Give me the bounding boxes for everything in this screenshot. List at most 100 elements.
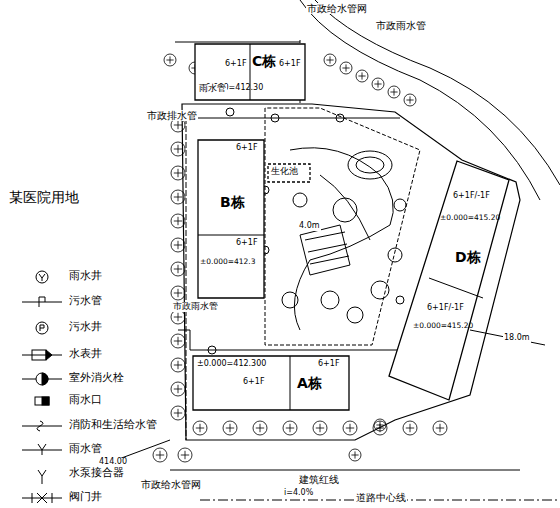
garden-tree [347, 307, 363, 323]
tree-symbol [340, 62, 352, 74]
building-note: 6+1F [236, 144, 257, 153]
tree-symbol [156, 451, 164, 459]
building-note: 6+1F [236, 239, 257, 248]
tree-symbol [171, 214, 185, 228]
tree-symbol [171, 382, 185, 396]
garden-tree [388, 248, 402, 262]
building-note: ±0.000=415.20 [413, 322, 473, 330]
tree-symbol [174, 289, 182, 297]
legend-text: 水泵接合器 [68, 467, 125, 479]
tree-symbol [193, 421, 207, 435]
pipe-line [186, 110, 187, 440]
map-label: 市政给水管网 [306, 3, 368, 14]
map-label: 市政雨水管 [172, 302, 219, 312]
tree-symbol [343, 421, 357, 435]
building-note: 生化池 [271, 167, 298, 177]
tree-symbol [196, 424, 204, 432]
building-block: ±0.000=412.3006+1FA栋6+1F [193, 356, 349, 410]
building-note: ±0.000=415.20 [440, 214, 500, 222]
tree-symbol [171, 142, 185, 156]
tree-symbol [174, 337, 182, 345]
tree-symbol [253, 421, 267, 435]
pipe-line [178, 330, 410, 350]
tree-symbol [388, 86, 400, 98]
building-name: C栋 [252, 54, 276, 69]
tree-symbol [171, 166, 185, 180]
tank-box: 生化池 [268, 164, 310, 182]
legend-text: 消防和生活给水管 [68, 419, 158, 431]
garden-pond [348, 151, 392, 179]
outline [268, 164, 310, 182]
tree-symbol [324, 54, 336, 66]
building-name: B栋 [220, 195, 245, 210]
tree-symbol [171, 310, 185, 324]
unit-divider [198, 235, 264, 236]
rain-well [208, 346, 216, 354]
map-label: 市政给水管网 [140, 479, 202, 490]
tree-symbol [404, 94, 416, 106]
red-line [170, 470, 520, 471]
map-label: 4.0m [298, 222, 321, 231]
rain-well [336, 114, 344, 122]
tree-symbol [326, 56, 333, 63]
pipe-line [265, 108, 420, 345]
tree-symbol [171, 286, 185, 300]
tree-symbol [153, 448, 167, 462]
tree-symbol [164, 54, 176, 66]
map-label: 道路中心线 [355, 492, 407, 503]
garden-tree [282, 292, 298, 308]
unit-divider [290, 356, 291, 410]
building-name: D栋 [455, 250, 481, 265]
tree-symbol [223, 421, 237, 435]
legend-text: 室外消火栓 [68, 372, 125, 384]
tree-symbol [174, 313, 182, 321]
garden-tree [293, 193, 307, 207]
map-label: 雨水管 [198, 84, 227, 94]
map-label: 414.00 [98, 458, 128, 467]
rain-well [396, 296, 404, 304]
outline [389, 161, 509, 400]
tree-symbol [374, 419, 386, 431]
building-note: ±0.000=412.3 [200, 258, 256, 266]
garden-tree [333, 198, 357, 222]
tree-symbol [356, 70, 368, 82]
tree-symbol [390, 88, 397, 95]
tree-symbol [166, 56, 173, 63]
building-outline [385, 158, 513, 404]
building-outline [198, 140, 264, 298]
map-label: 18.0m [503, 334, 531, 343]
building-note: 6+1F/-1F [427, 304, 464, 313]
garden-tree [394, 199, 406, 211]
tree-symbol [174, 145, 182, 153]
legend-text: 水表井 [68, 348, 103, 360]
tree-symbol [374, 80, 381, 87]
tree-symbol [406, 96, 413, 103]
tree-symbol [174, 409, 182, 417]
tree-symbol [178, 448, 192, 462]
garden-pond [356, 157, 384, 173]
rain-well [271, 114, 279, 122]
tree-symbol [406, 424, 414, 432]
road-edge [300, 0, 540, 200]
tree-symbol [436, 424, 444, 432]
tree-symbol [376, 421, 383, 428]
building-block: 6+1F/-1F±0.000=415.20D栋6+1F/-1F±0.000=41… [385, 158, 513, 404]
tree-symbol [171, 406, 185, 420]
tree-symbol [171, 238, 185, 252]
outline [193, 356, 349, 410]
pipe-line [180, 118, 400, 119]
garden-tree [321, 291, 339, 309]
tree-symbol [351, 451, 358, 458]
tree-symbol [313, 421, 327, 435]
tree-symbol [171, 190, 185, 204]
legend-text: 污水管 [68, 295, 103, 307]
garden-tree [371, 281, 389, 299]
legend-text: 雨水口 [68, 394, 103, 406]
tree-symbol [174, 121, 182, 129]
tree-symbol [174, 217, 182, 225]
legend-symbols [22, 271, 62, 503]
tree-symbol [316, 424, 324, 432]
tree-symbol [174, 241, 182, 249]
tree-symbol [171, 262, 185, 276]
